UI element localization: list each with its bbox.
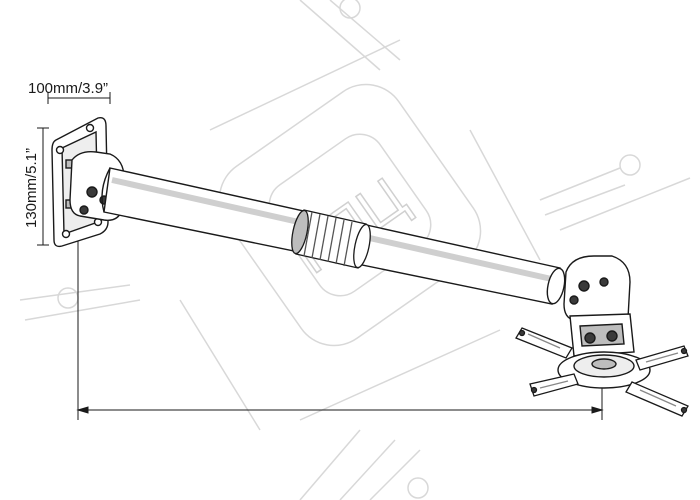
screw-hole: [85, 123, 95, 133]
spider-bracket: [515, 327, 689, 417]
plate-height-label: 130mm/5.1”: [23, 148, 40, 228]
screw-hole: [61, 229, 71, 239]
screw-hole: [55, 145, 65, 155]
adjustment-collar: [291, 209, 371, 269]
plate-width-label: 100mm/3.9”: [28, 80, 108, 97]
dimension-lines: [37, 92, 604, 420]
projector-head: [557, 255, 651, 389]
